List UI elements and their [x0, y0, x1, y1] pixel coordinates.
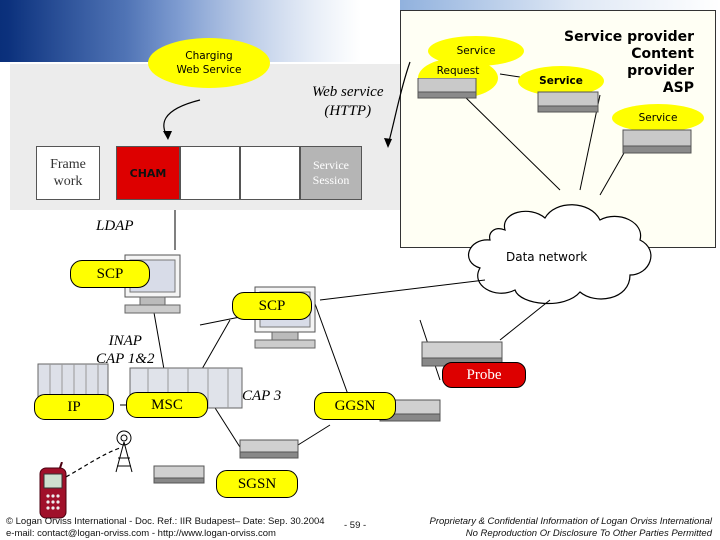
ggsn-label: GGSN: [314, 392, 396, 420]
msc-text: MSC: [151, 396, 183, 413]
scp-center-label: SCP: [232, 292, 312, 320]
ip-text: IP: [67, 398, 81, 415]
line-msc-sgsn: [209, 399, 246, 456]
scp-center-text: SCP: [258, 297, 286, 314]
footer-copyright: © Logan Orviss International - Doc. Ref.…: [6, 516, 325, 527]
page-number: - 59 -: [344, 520, 367, 531]
footer-left-line2: e-mail: contact@logan-orviss.com - http:…: [6, 528, 276, 539]
cap3-text: CAP 3: [242, 388, 282, 404]
footer-contact: e-mail: contact@logan-orviss.com - http:…: [6, 528, 276, 539]
server-service-lower: [622, 129, 692, 154]
framework-block: Frame work: [36, 146, 100, 200]
service-ellipse-right: Service: [518, 66, 604, 96]
scp-left-text: SCP: [96, 265, 124, 282]
service-ellipse-lower: Service: [612, 104, 704, 132]
web-service-arrowhead: [384, 138, 392, 148]
web-service-arrow: [387, 61, 411, 146]
data-network-cloud: [468, 204, 652, 304]
sgsn-label: SGSN: [216, 470, 298, 498]
charging-web-service-ellipse: Charging Web Service: [148, 38, 270, 88]
footer-right-line2: No Reproduction Or Disclosure To Other P…: [384, 528, 712, 539]
sgsn-devices: [153, 439, 299, 484]
footer-right-line1: Proprietary & Confidential Information o…: [384, 516, 712, 527]
msc-label: MSC: [126, 392, 208, 418]
service-top-label: Service: [456, 45, 496, 57]
frame-work-label: Frame work: [50, 157, 86, 189]
scp-left-label: SCP: [70, 260, 150, 288]
service-session-label: Service Session: [312, 158, 350, 187]
framework-slot-1: [180, 146, 240, 200]
inap-text: INAP CAP 1&2: [96, 333, 155, 367]
service-provider-label: Service provider Content provider ASP: [560, 12, 694, 97]
cham-label: CHAM: [129, 166, 167, 180]
line-scp-network: [319, 279, 486, 301]
service-provider-text: Service provider Content provider ASP: [564, 29, 694, 96]
cap3-label: CAP 3: [242, 388, 281, 405]
cham-block: CHAM: [116, 146, 180, 200]
service-lower-label: Service: [638, 112, 678, 124]
antenna-icon: [115, 430, 133, 473]
footer-left-line1: © Logan Orviss International - Doc. Ref.…: [6, 516, 325, 527]
probe-label: Probe: [442, 362, 526, 388]
service-right-label: Service: [539, 75, 583, 87]
sp-servers: [417, 78, 692, 154]
data-network-text: Data network: [506, 250, 588, 264]
charging-web-service-label: Charging Web Service: [176, 50, 242, 76]
ip-label: IP: [34, 394, 114, 420]
ldap-text: LDAP: [96, 218, 134, 234]
line-request-network: [459, 91, 561, 191]
ggsn-text: GGSN: [334, 397, 376, 414]
sgsn-text: SGSN: [237, 475, 277, 492]
charging-arrowhead: [163, 131, 172, 140]
web-service-text: Web service (HTTP): [312, 84, 384, 119]
line-network-probe: [499, 299, 551, 341]
service-session-block: Service Session: [300, 146, 362, 200]
probe-text: Probe: [466, 366, 502, 383]
inap-label: INAP CAP 1&2: [96, 314, 154, 368]
data-network-label: Data network: [506, 250, 587, 264]
mobile-phone-icon: [39, 462, 67, 519]
line-scp-ggsn: [309, 289, 351, 401]
web-service-label: Web service (HTTP): [312, 64, 384, 121]
server-request: [417, 78, 477, 99]
footer-no-reproduction: No Reproduction Or Disclosure To Other P…: [465, 528, 712, 539]
server-service-right: [537, 91, 599, 113]
framework-slot-2: [240, 146, 300, 200]
footer-proprietary: Proprietary & Confidential Information o…: [429, 516, 712, 527]
ldap-label: LDAP: [96, 218, 134, 235]
footer-page-number: - 59 -: [344, 520, 366, 531]
